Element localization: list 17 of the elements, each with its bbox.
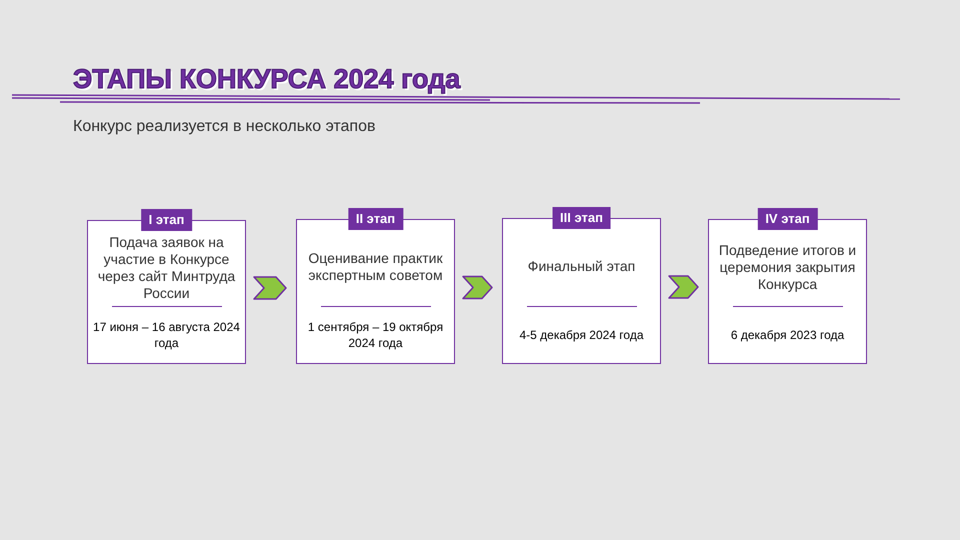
- subtitle: Конкурс реализуется в несколько этапов: [73, 117, 376, 137]
- stage-badge: III этап: [552, 207, 611, 229]
- stage-dates: 1 сентября – 19 октября 2024 года: [306, 319, 444, 351]
- stage-title: Подведение итогов и церемония закрытия Конкурса: [718, 242, 858, 292]
- stage-dates: 17 июня – 16 августа 2024 года: [92, 319, 241, 351]
- stage-title: Подача заявок на участие в Конкурсе через сайт Минтруда России: [96, 234, 236, 302]
- title: ЭТАПЫ КОНКУРСА 2024 года: [73, 63, 460, 96]
- stage-title: Оценивание практик экспертным советом: [307, 250, 444, 284]
- stage-badge: IV этап: [757, 208, 818, 230]
- chevron-arrow: [668, 275, 699, 299]
- stage-dates: 6 декабря 2023 года: [730, 327, 844, 343]
- stage-dates: 4-5 декабря 2024 года: [519, 327, 644, 343]
- stage-title: Финальный этап: [528, 258, 636, 275]
- stage-badge: II этап: [348, 208, 404, 230]
- stage-badge: I этап: [140, 209, 192, 231]
- chevron-arrow: [462, 276, 493, 300]
- chevron-arrow: [253, 276, 287, 300]
